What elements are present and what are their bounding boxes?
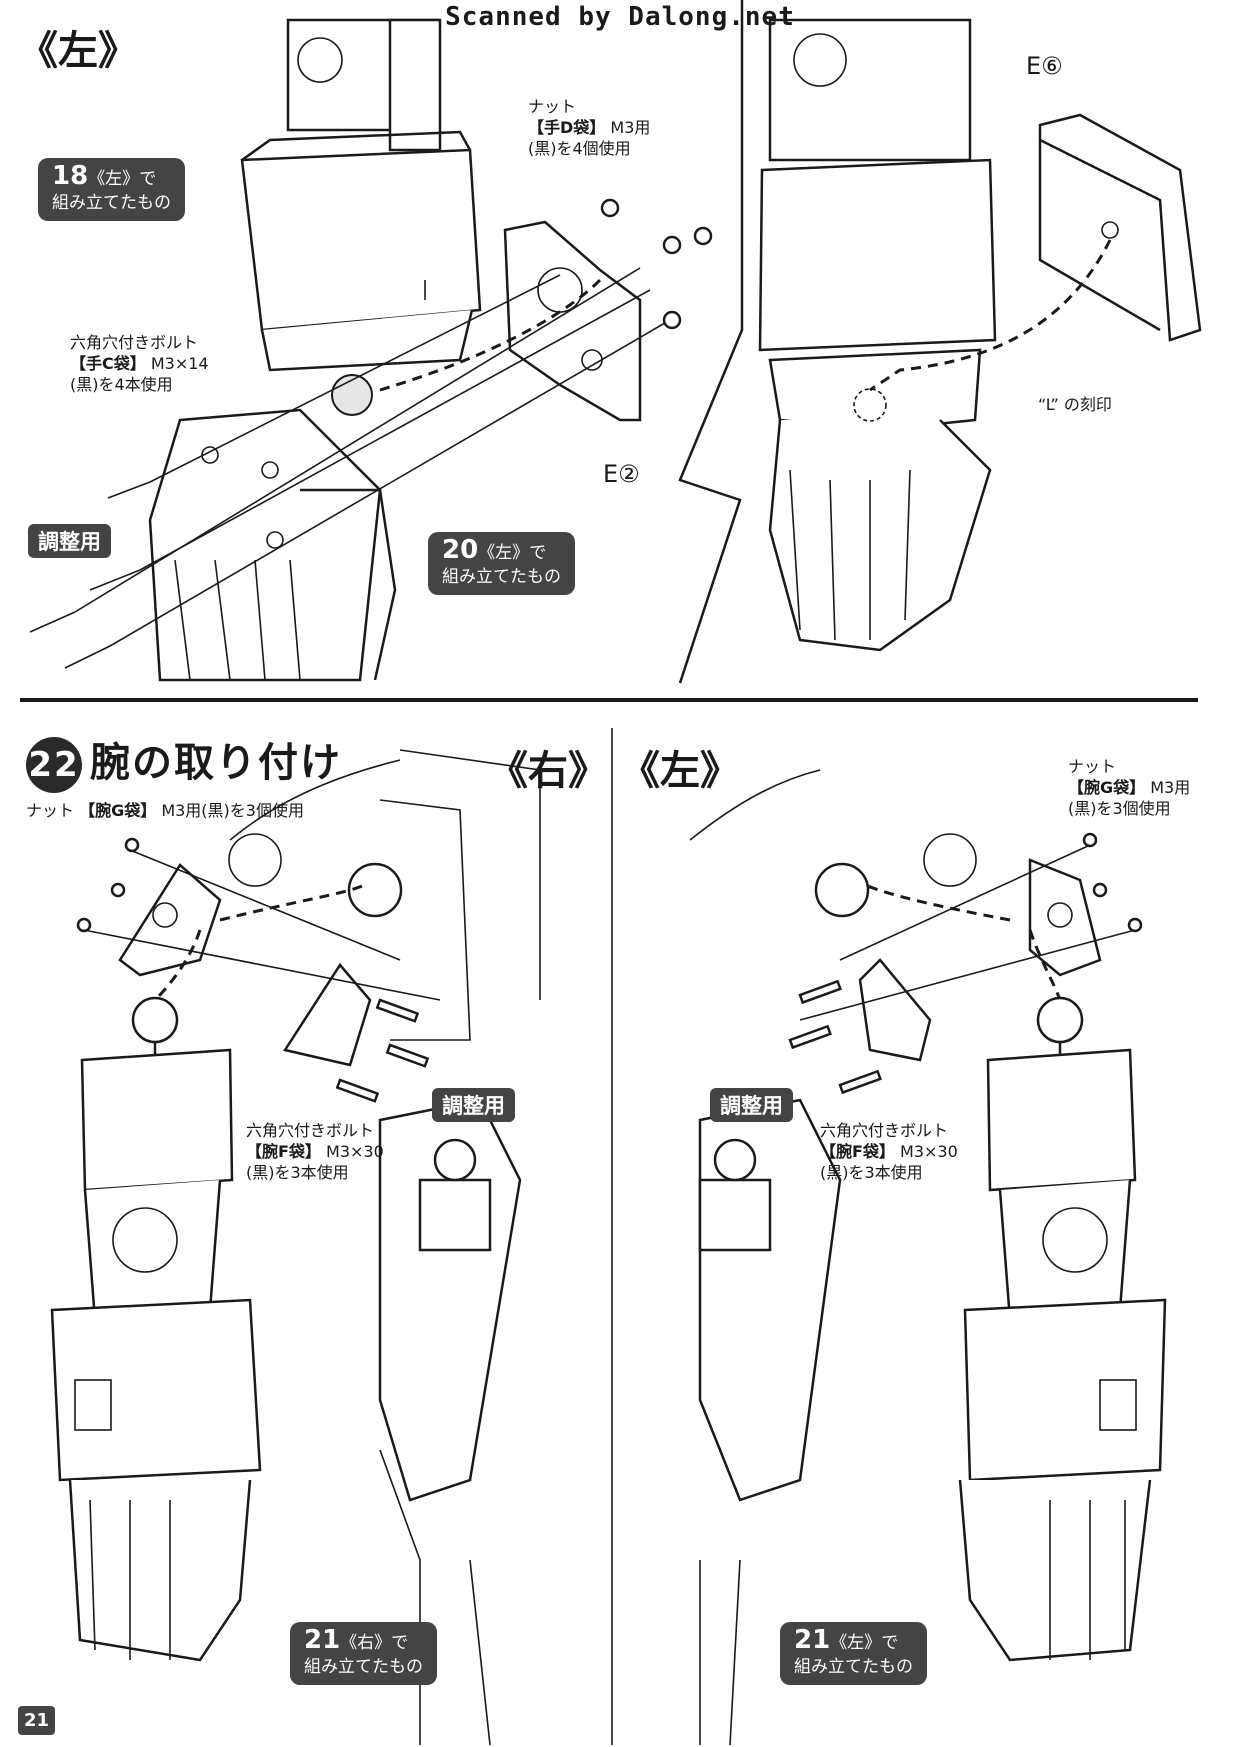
part-label-e2: E② <box>603 460 640 488</box>
callout-text: 組み立てたもの <box>52 193 171 213</box>
nut-label-hand-d: ナット 【手D袋】 M3用 (黒)を4個使用 <box>528 96 650 159</box>
callout-step-20: 20《左》で 組み立てたもの <box>428 532 575 595</box>
callout-step-18: 18《左》で 組み立てたもの <box>38 158 185 221</box>
bag-name: 【腕G袋】 <box>79 801 157 820</box>
callout-step-21-right: 21《右》で 組み立てたもの <box>290 1622 437 1685</box>
bolt-label-line1: 六角穴付きボルト <box>70 333 199 352</box>
bolt-qty: (黒)を3本使用 <box>820 1163 923 1182</box>
bag-name: 【手D袋】 <box>528 118 606 137</box>
adjust-badge-right: 調整用 <box>432 1088 515 1122</box>
bag-name: 【腕F袋】 <box>246 1142 321 1161</box>
callout-text: 組み立てたもの <box>794 1657 913 1677</box>
bolt-size: M3×30 <box>894 1142 958 1161</box>
part-label-e6: E⑥ <box>1026 52 1063 80</box>
callout-number: 18 <box>52 161 89 191</box>
step-number: 22 <box>26 737 82 793</box>
bolt-label-hand-c: 六角穴付きボルト 【手C袋】 M3×14 (黒)を4本使用 <box>70 332 209 395</box>
side-tag-left-bottom: 《左》 <box>620 747 740 794</box>
callout-number: 21 <box>794 1625 831 1655</box>
side-tag-left: 《左》 <box>18 27 138 74</box>
l-mark-label: “L” の刻印 <box>1038 395 1112 414</box>
adjust-badge: 調整用 <box>28 524 111 558</box>
nut-label-arm-g-right: ナット 【腕G袋】 M3用(黒)を3個使用 <box>26 800 304 821</box>
callout-side: 《右》 <box>340 1633 392 1653</box>
nut-label-line1: ナット <box>528 97 577 116</box>
nut-label-line1: ナット <box>1068 757 1117 776</box>
nut-spec: M3用(黒)を3個使用 <box>156 801 304 820</box>
nut-qty: (黒)を4個使用 <box>528 139 631 158</box>
bag-name: 【手C袋】 <box>70 354 146 373</box>
callout-side: 《左》 <box>478 543 530 563</box>
callout-step-21-left: 21《左》で 組み立てたもの <box>780 1622 927 1685</box>
bolt-label-line1: 六角穴付きボルト <box>246 1121 375 1140</box>
callout-suffix: で <box>391 1633 409 1653</box>
bolt-qty: (黒)を4本使用 <box>70 375 173 394</box>
bolt-size: M3×14 <box>145 354 209 373</box>
nut-label-arm-g-left: ナット 【腕G袋】 M3用 (黒)を3個使用 <box>1068 756 1190 819</box>
bolt-qty: (黒)を3本使用 <box>246 1163 349 1182</box>
adjust-badge-left: 調整用 <box>710 1088 793 1122</box>
bag-name: 【腕G袋】 <box>1068 778 1146 797</box>
callout-number: 20 <box>442 535 479 565</box>
nut-prefix: ナット <box>26 801 80 820</box>
bolt-label-line1: 六角穴付きボルト <box>820 1121 949 1140</box>
callout-suffix: で <box>881 1633 899 1653</box>
side-tag-right: 《右》 <box>488 747 608 794</box>
bolt-label-arm-f-right: 六角穴付きボルト 【腕F袋】 M3×30 (黒)を3本使用 <box>246 1120 384 1183</box>
callout-suffix: で <box>139 169 157 189</box>
nut-size: M3用 <box>1145 778 1191 797</box>
callout-number: 21 <box>304 1625 341 1655</box>
callout-text: 組み立てたもの <box>304 1657 423 1677</box>
callout-side: 《左》 <box>830 1633 882 1653</box>
nut-size: M3用 <box>605 118 651 137</box>
callout-text: 組み立てたもの <box>442 567 561 587</box>
bolt-size: M3×30 <box>320 1142 384 1161</box>
page-number: 21 <box>18 1706 56 1735</box>
bolt-label-arm-f-left: 六角穴付きボルト 【腕F袋】 M3×30 (黒)を3本使用 <box>820 1120 958 1183</box>
callout-side: 《左》 <box>88 169 140 189</box>
scan-credit: Scanned by Dalong.net <box>445 2 795 32</box>
nut-qty: (黒)を3個使用 <box>1068 799 1171 818</box>
callout-suffix: で <box>529 543 547 563</box>
bag-name: 【腕F袋】 <box>820 1142 895 1161</box>
step-title-text: 腕の取り付け <box>90 740 342 786</box>
